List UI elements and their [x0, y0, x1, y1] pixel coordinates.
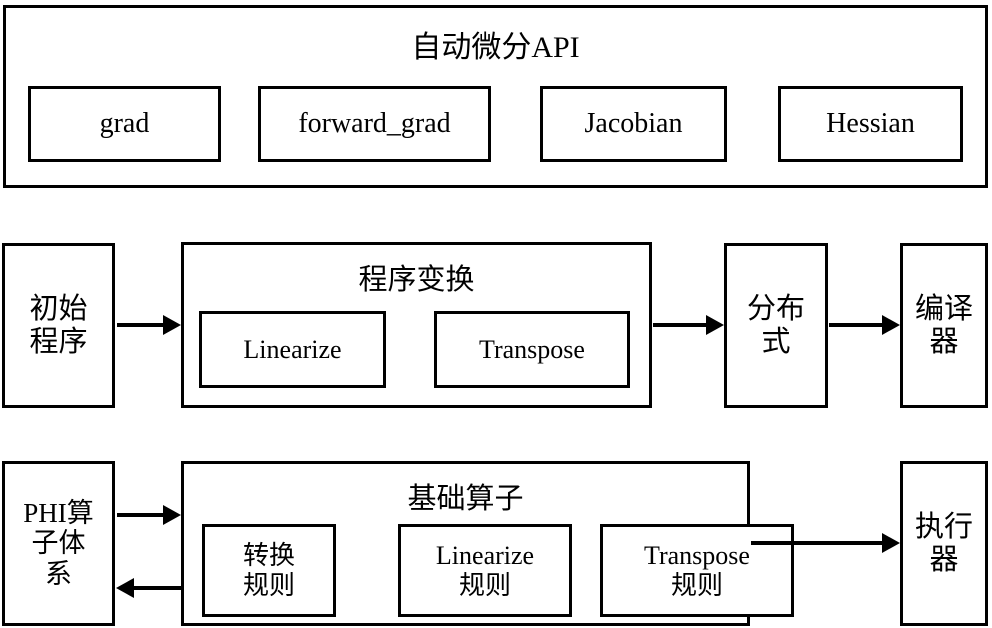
- arrow-distributed-to-compiler: [829, 315, 900, 335]
- basic-op-convert-rule-label: 转换 规则: [242, 541, 295, 600]
- api-item-hessian-box[interactable]: [778, 86, 963, 162]
- basic-op-linearize-rule-label: Linearize 规则: [435, 541, 535, 600]
- basic-op-linearize-rule-box[interactable]: [398, 524, 572, 617]
- phi-operator-system-box[interactable]: [2, 461, 115, 626]
- basic-op-convert-rule-box[interactable]: [202, 524, 336, 617]
- api-item-jacobian-box[interactable]: [540, 86, 727, 162]
- api-item-grad-label: grad: [99, 108, 150, 140]
- compiler-box[interactable]: [900, 243, 988, 408]
- transform-item-transpose-label: Transpose: [479, 334, 585, 364]
- basic-op-transpose-rule-box[interactable]: [600, 524, 794, 617]
- executor-box[interactable]: [900, 461, 988, 626]
- basic-op-transpose-rule-label: Transpose 规则: [644, 541, 750, 600]
- api-panel-title: 自动微分API: [411, 31, 580, 64]
- transform-item-linearize-box[interactable]: [199, 311, 386, 388]
- transform-item-linearize-label: Linearize: [243, 334, 342, 364]
- arrow-initial-program-to-transform: [117, 315, 181, 335]
- initial-program-label: 初始 程序: [29, 293, 88, 358]
- compiler-label: 编译 器: [914, 293, 973, 358]
- distributed-box[interactable]: [724, 243, 828, 408]
- distributed-label: 分布 式: [746, 293, 805, 358]
- api-item-forward-grad-label: forward_grad: [298, 108, 451, 140]
- transform-item-transpose-box[interactable]: [434, 311, 630, 388]
- arrow-phi-to-basic-operators: [117, 505, 181, 525]
- basic-operators-panel-title: 基础算子: [407, 483, 524, 515]
- arrow-basic-operators-to-phi: [116, 578, 181, 598]
- executor-label: 执行 器: [914, 511, 973, 576]
- program-transform-panel-title: 程序变换: [358, 264, 475, 296]
- api-item-jacobian-label: Jacobian: [584, 108, 683, 140]
- phi-operator-system-label: PHI算 子体 系: [23, 498, 94, 589]
- initial-program-box[interactable]: [2, 243, 115, 408]
- api-item-forward-grad-box[interactable]: [258, 86, 491, 162]
- api-item-grad-box[interactable]: [28, 86, 221, 162]
- api-item-hessian-label: Hessian: [826, 108, 915, 140]
- arrow-transform-to-distributed: [653, 315, 724, 335]
